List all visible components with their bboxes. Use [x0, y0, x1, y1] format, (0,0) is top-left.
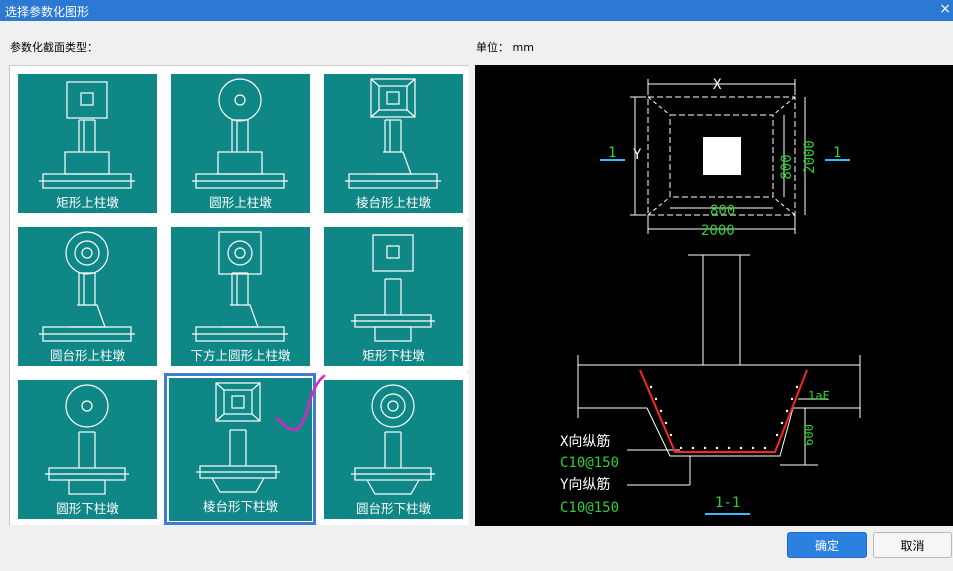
section-option-thumbnail: 圆台形下柱墩: [324, 380, 463, 519]
section-option-4[interactable]: 圆台形上柱墩: [11, 220, 163, 372]
dim-600: 600: [802, 424, 816, 446]
section-option-1[interactable]: 矩形上柱墩: [11, 67, 163, 219]
section-option-thumbnail: 矩形上柱墩: [18, 74, 157, 213]
dim-800-h: 800: [710, 203, 735, 219]
dim-2000-h: 2000: [701, 223, 735, 239]
section-shape-icon: [45, 384, 129, 495]
y-rebar-label: Y向纵筋: [560, 476, 610, 493]
section-shape-icon: [39, 231, 135, 342]
section-option-thumbnail: 圆形下柱墩: [18, 380, 157, 519]
plan-inner-dashed: [669, 114, 774, 198]
close-icon[interactable]: ×: [939, 1, 951, 17]
unit-label: 单位： mm: [476, 41, 534, 54]
section-option-label: 圆形下柱墩: [56, 501, 119, 516]
section-mark-right: 1: [833, 145, 841, 161]
section-type-label: 参数化截面类型：: [10, 41, 98, 54]
section-option-9[interactable]: 圆台形下柱墩: [317, 373, 469, 525]
section-option-2[interactable]: 圆形上柱墩: [164, 67, 316, 219]
plan-column: [703, 137, 741, 175]
section-mark-left: 1: [608, 145, 616, 161]
section-option-thumbnail: 矩形下柱墩: [324, 227, 463, 366]
section-shape-icon: [351, 234, 435, 342]
preview-panel: X Y 800 2000 800 2000 1 1 1aE 600 X向纵筋 C…: [475, 65, 953, 526]
y-rebar-value: C10@150: [560, 500, 619, 516]
window-title: 选择参数化图形: [5, 5, 90, 19]
section-option-label: 圆形上柱墩: [209, 195, 272, 210]
section-option-label: 下方上圆形上柱墩: [190, 348, 291, 363]
section-shape-icon: [39, 81, 135, 189]
section-option-thumbnail: 下方上圆形上柱墩: [171, 227, 310, 366]
dim-x: X: [713, 77, 722, 93]
section-option-thumbnail: 圆台形上柱墩: [18, 227, 157, 366]
section-option-label: 矩形下柱墩: [362, 348, 425, 363]
section-option-thumbnail: 棱台形下柱墩: [169, 378, 312, 521]
section-option-8[interactable]: 棱台形下柱墩: [164, 373, 316, 525]
section-title: 1-1: [715, 495, 740, 511]
section-shape-icon: [192, 231, 288, 342]
section-option-thumbnail: 棱台形上柱墩: [324, 74, 463, 213]
section-option-label: 圆台形上柱墩: [49, 348, 125, 363]
section-option-label: 圆台形下柱墩: [355, 501, 431, 516]
section-option-3[interactable]: 棱台形上柱墩: [317, 67, 469, 219]
x-rebar-label: X向纵筋: [560, 433, 610, 450]
dim-800-v: 800: [779, 154, 795, 179]
section-shape-icon: [192, 78, 288, 189]
section-option-5[interactable]: 下方上圆形上柱墩: [164, 220, 316, 372]
ok-button[interactable]: 确定: [787, 532, 867, 558]
rebar-line: [639, 369, 808, 453]
selection-frame: [164, 373, 316, 525]
preview-drawing: X Y 800 2000 800 2000 1 1 1aE 600 X向纵筋 C…: [560, 77, 861, 516]
plan-outer-dashed: [647, 96, 796, 216]
section-shape-icon: [196, 382, 280, 493]
title-bar: 选择参数化图形 ×: [0, 0, 953, 21]
section-option-7[interactable]: 圆形下柱墩: [11, 373, 163, 525]
handwritten-checkmark-icon: [275, 374, 326, 432]
rebar-dots: [649, 385, 799, 450]
section-option-label: 矩形上柱墩: [56, 195, 119, 210]
section-option-thumbnail: 圆形上柱墩: [171, 74, 310, 213]
section-option-label: 棱台形下柱墩: [202, 499, 278, 514]
section-type-grid: 矩形上柱墩 圆形上柱墩 棱台形上柱墩圆台形上柱墩 下方上圆形上柱墩 矩形下柱墩圆形下柱墩…: [9, 65, 469, 525]
section-option-label: 棱台形上柱墩: [355, 195, 431, 210]
section-shape-icon: [345, 78, 441, 189]
x-rebar-value: C10@150: [560, 455, 619, 471]
dim-2000-v: 2000: [802, 140, 818, 174]
dim-lae: 1aE: [808, 389, 830, 403]
section-option-6[interactable]: 矩形下柱墩: [317, 220, 469, 372]
dim-y: Y: [633, 147, 642, 163]
cancel-button[interactable]: 取消: [873, 532, 952, 558]
section-shape-icon: [351, 384, 435, 495]
